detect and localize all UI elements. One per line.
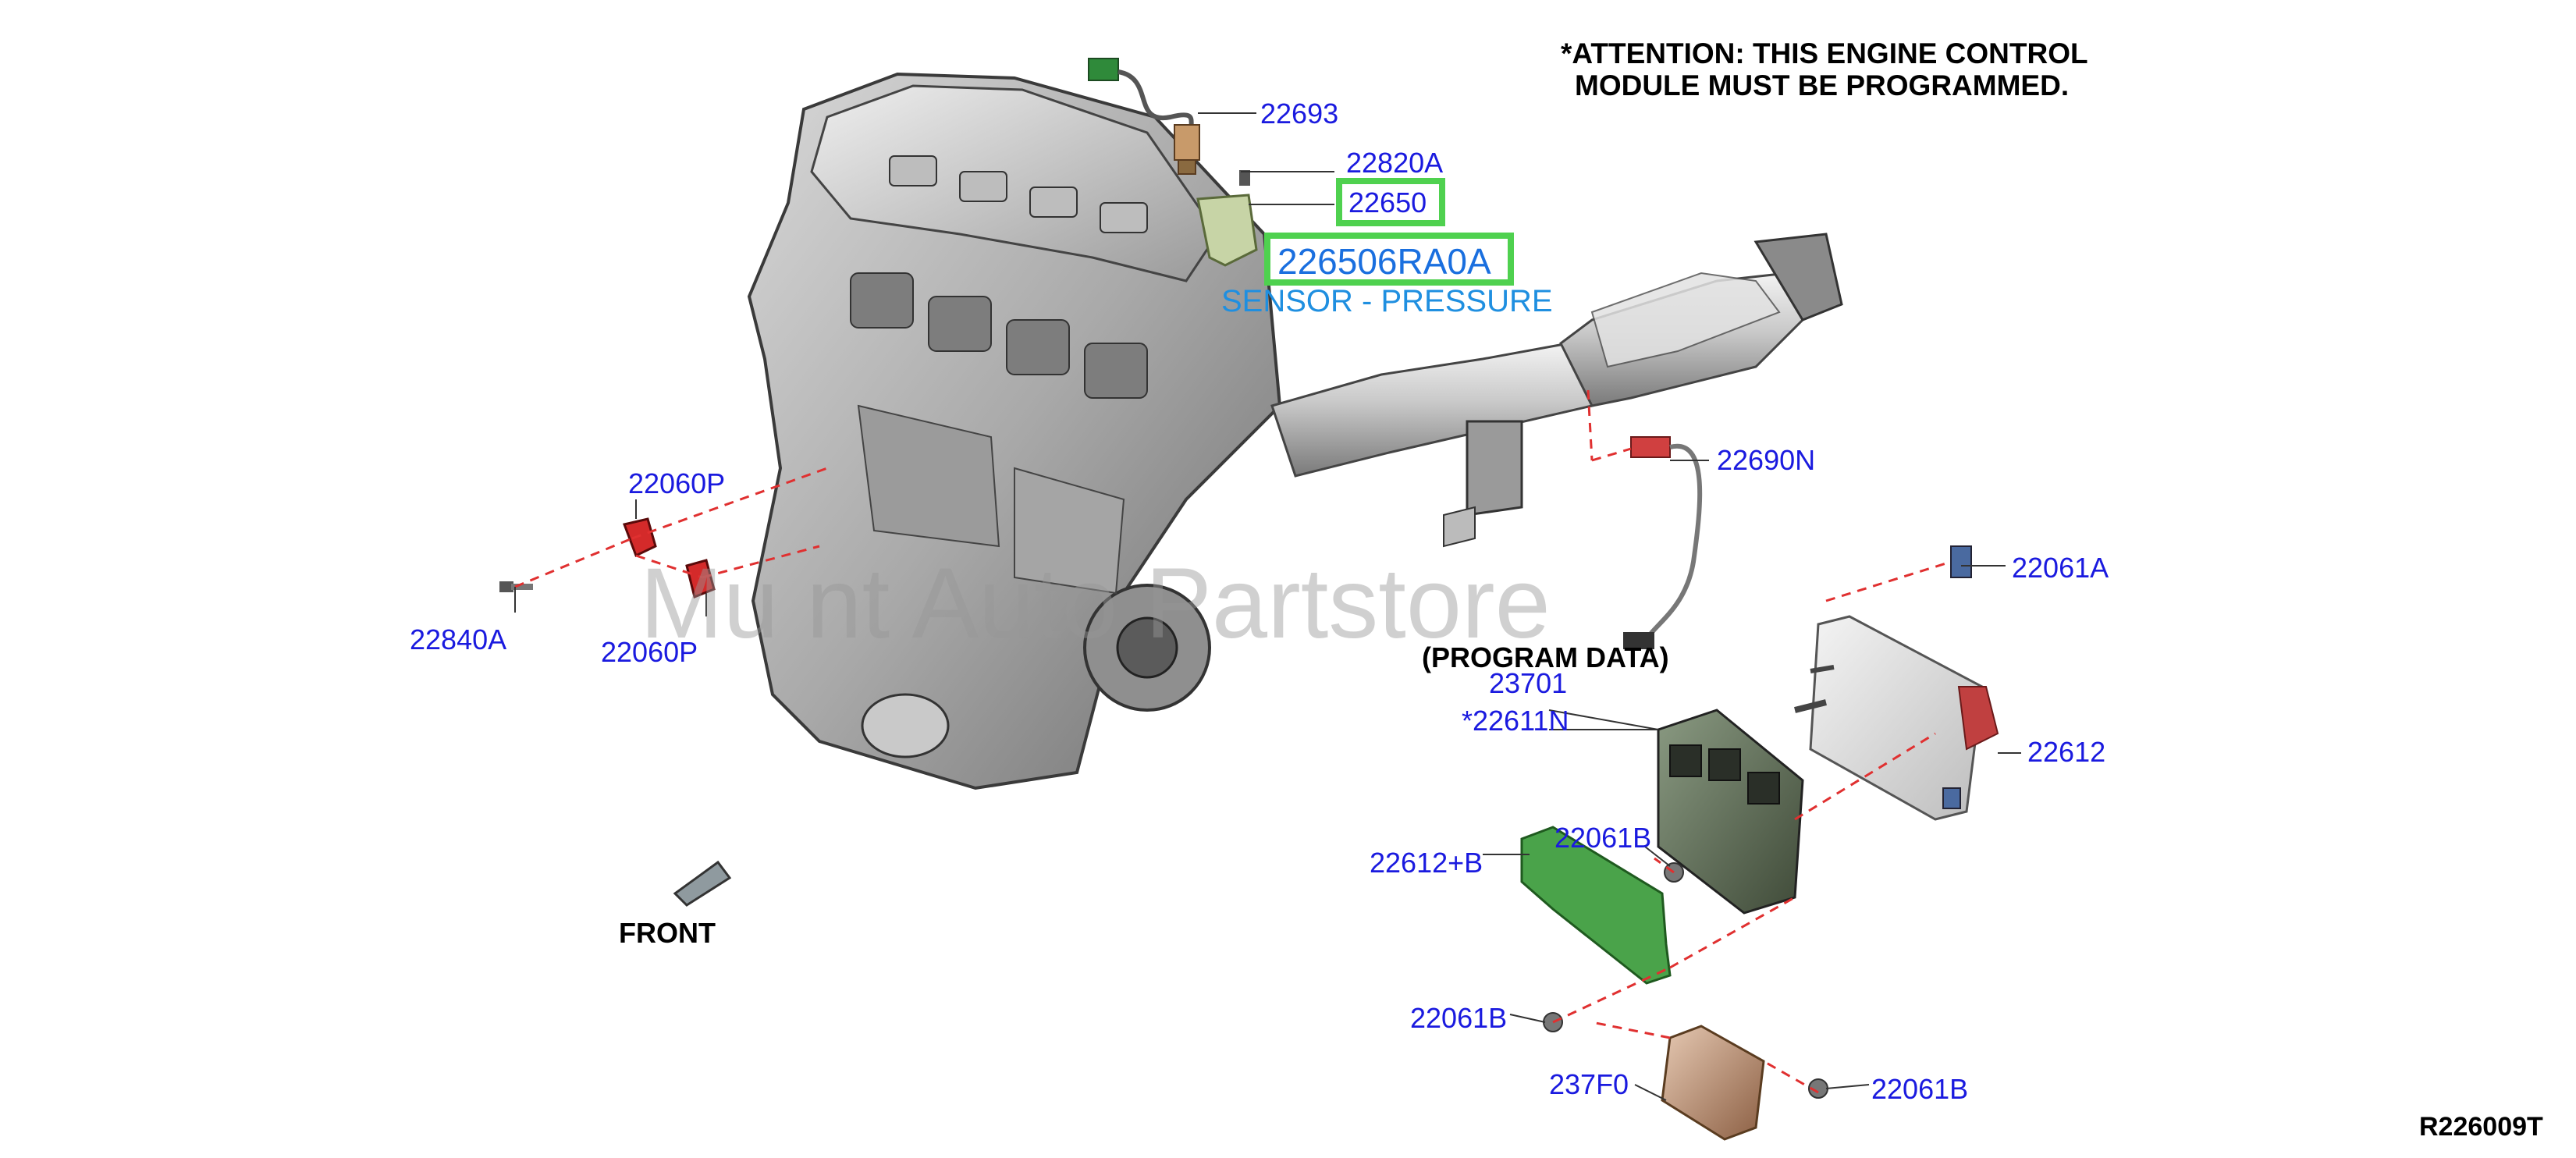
callout-22061B-1[interactable]: 22061B	[1554, 822, 1652, 854]
watermark: Mu nt Auto Partstore	[640, 548, 1551, 659]
callout-22820A[interactable]: 22820A	[1346, 147, 1444, 179]
exhaust-catalyst	[1270, 233, 1843, 548]
mounting-plate	[1794, 545, 1999, 821]
upstream-o2-sensor	[1088, 58, 1200, 175]
callout-23701[interactable]: 23701	[1489, 667, 1568, 699]
callout-22612[interactable]: 22612	[2027, 736, 2106, 768]
module-237F0	[1661, 1025, 1765, 1141]
diagram-id: R226009T	[2419, 1112, 2543, 1142]
callout-22650[interactable]: 22650	[1348, 186, 1427, 218]
highlight-box-22650	[1336, 178, 1445, 226]
callout-22061A[interactable]: 22061A	[2012, 552, 2109, 584]
front-label: FRONT	[619, 917, 716, 949]
program-data-label: (PROGRAM DATA)	[1422, 641, 1669, 673]
callout-22690N[interactable]: 22690N	[1717, 444, 1816, 476]
ecm-module	[1657, 709, 1804, 915]
callout-22061B-3[interactable]: 22061B	[1871, 1073, 1969, 1105]
attention-line-2: MODULE MUST BE PROGRAMMED.	[1575, 69, 2070, 102]
callout-22060P-top[interactable]: 22060P	[628, 467, 726, 499]
knock-sensors	[499, 517, 716, 599]
highlight-box-part-number	[1264, 233, 1514, 286]
part-description: SENSOR - PRESSURE	[1221, 284, 1553, 318]
pressure-sensor-bracket	[1196, 170, 1258, 267]
callout-22612B[interactable]: 22612+B	[1370, 847, 1483, 879]
callout-22611N[interactable]: *22611N	[1462, 705, 1569, 737]
engine-block	[747, 72, 1282, 790]
ecm-bracket	[1520, 826, 1672, 985]
part-number-highlight[interactable]: 226506RA0A	[1277, 241, 1491, 282]
callout-22060P-bottom[interactable]: 22060P	[601, 636, 698, 668]
front-arrow-icon	[673, 860, 732, 907]
attention-note: *ATTENTION: THIS ENGINE CONTROL MODULE M…	[1561, 37, 2088, 102]
callout-22840A[interactable]: 22840A	[410, 623, 507, 655]
callout-237F0[interactable]: 237F0	[1549, 1068, 1629, 1100]
attention-line-1: *ATTENTION: THIS ENGINE CONTROL	[1561, 37, 2088, 69]
callout-22061B-2[interactable]: 22061B	[1410, 1002, 1508, 1034]
downstream-o2-sensor	[1623, 436, 1703, 649]
callout-22693[interactable]: 22693	[1260, 98, 1339, 130]
